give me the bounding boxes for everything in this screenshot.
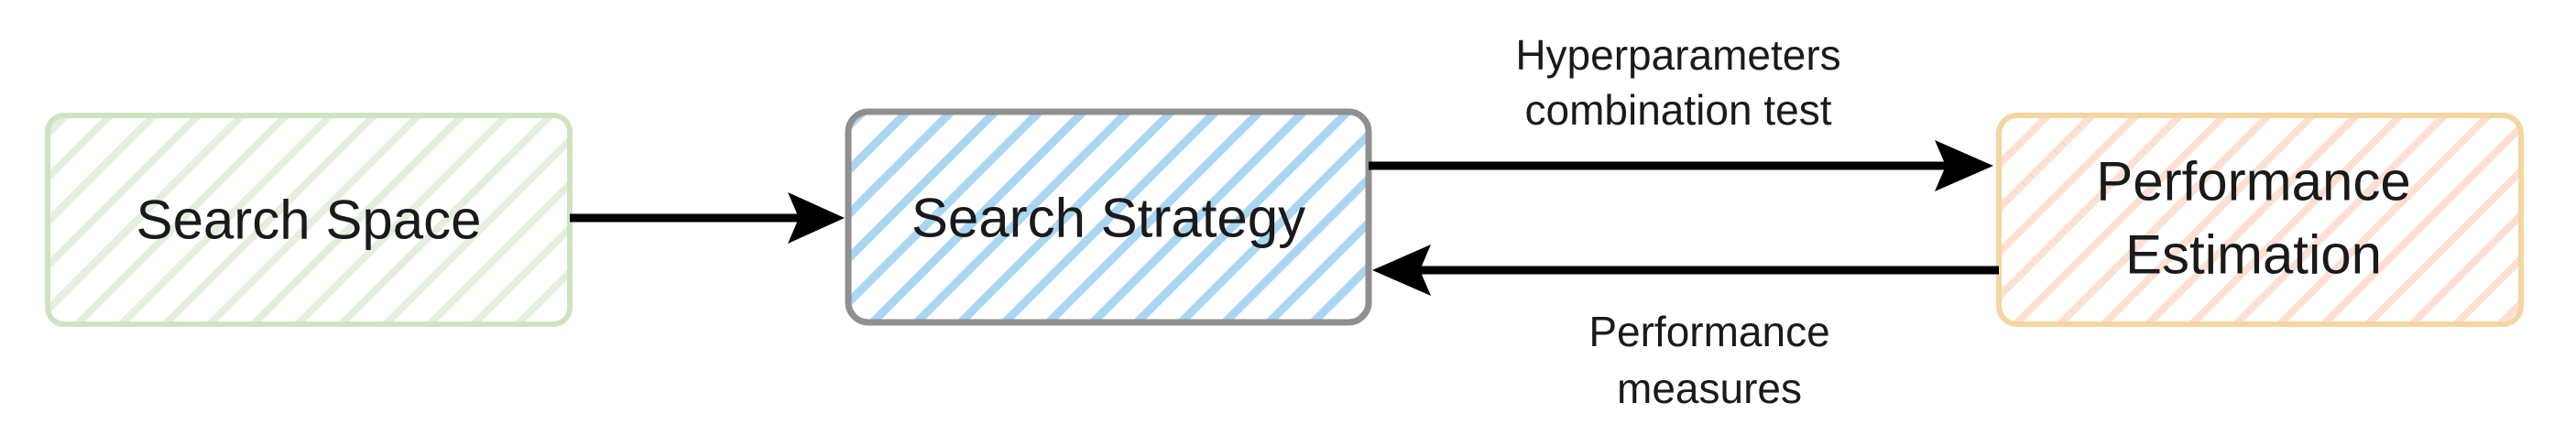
performance-estimation-node: Performance Estimation xyxy=(1996,113,2524,327)
search-space-label: Search Space xyxy=(136,190,482,251)
search-strategy-box xyxy=(845,108,1372,326)
search-strategy-node: Search Strategy xyxy=(845,108,1372,326)
arrowhead-space-to-strategy xyxy=(788,192,845,244)
edge-label-hyperparameters: Hyperparameters xyxy=(1515,31,1840,79)
edge-space-to-strategy xyxy=(570,192,845,244)
search-strategy-label: Search Strategy xyxy=(911,188,1305,249)
edge-strategy-to-estimation: Hyperparameters combination test xyxy=(1369,31,1993,191)
performance-estimation-label: Estimation xyxy=(2125,224,2382,286)
search-space-node: Search Space xyxy=(45,113,573,327)
edge-label-combination-test: combination test xyxy=(1525,86,1832,134)
performance-estimation-label: Performance xyxy=(2096,151,2410,212)
edge-estimation-to-strategy: Performance measures xyxy=(1372,245,1999,412)
edge-label-measures: measures xyxy=(1617,364,1802,412)
edge-label-performance: Performance xyxy=(1588,308,1829,355)
performance-estimation-box xyxy=(1996,113,2524,327)
arrowhead-estimation-to-strategy xyxy=(1372,245,1431,296)
arrowhead-strategy-to-estimation xyxy=(1935,140,1993,191)
